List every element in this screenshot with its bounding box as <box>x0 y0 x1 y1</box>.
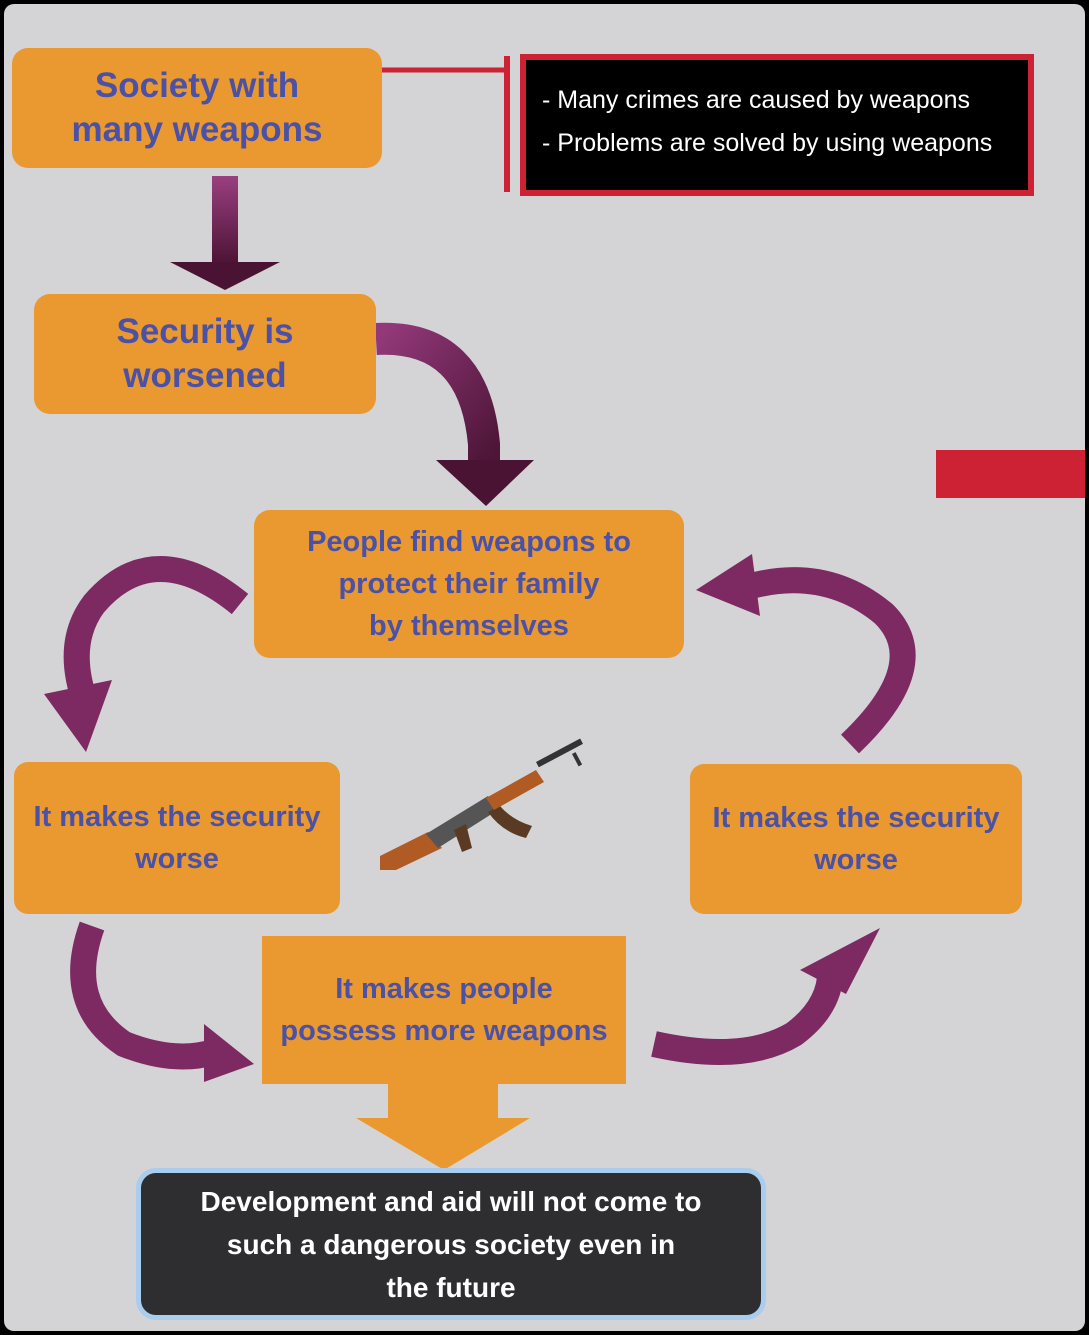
box-final-conclusion: Development and aid will not come to suc… <box>136 1168 766 1320</box>
box-people-find: People find weapons to protect their fam… <box>254 510 684 658</box>
box-worse-right: It makes the security worse <box>690 764 1022 914</box>
curve-arrow-security <box>375 322 534 506</box>
box-possess-label: It makes people possess more weapons <box>280 973 608 1047</box>
box-society-label: Society with many weapons <box>71 66 323 149</box>
box-possess-more: It makes people possess more weapons <box>262 936 626 1084</box>
note-item-2: - Problems are solved by using weapons <box>542 129 993 157</box>
curve-arrow-right-up <box>696 554 916 754</box>
note-bracket <box>504 56 510 192</box>
rifle-icon <box>380 738 583 870</box>
curve-arrow-bottom-left <box>70 921 254 1082</box>
box-worse-left: It makes the security worse <box>14 762 340 914</box>
down-arrow-1 <box>170 176 280 290</box>
curve-arrow-left-down <box>44 556 249 752</box>
curve-arrow-bottom-right <box>651 928 880 1065</box>
box-security-label: Security is worsened <box>116 312 294 395</box>
note-item-1: - Many crimes are caused by weapons <box>542 86 970 114</box>
note-box: - Many crimes are caused by weapons - Pr… <box>520 54 1034 196</box>
arrows-layer <box>44 67 916 1170</box>
diagram-frame: - Many crimes are caused by weapons - Pr… <box>4 4 1085 1331</box>
box-people-label: People find weapons to protect their fam… <box>307 526 631 642</box>
box-security-worsened: Security is worsened <box>34 294 376 414</box>
box-worse-left-label: It makes the security worse <box>33 801 321 875</box>
box-society-weapons: Society with many weapons <box>12 48 382 168</box>
final-label: Development and aid will not come to suc… <box>200 1185 702 1303</box>
red-marker <box>936 450 1085 498</box>
down-arrow-final <box>356 1084 530 1170</box>
box-worse-right-label: It makes the security worse <box>712 802 1000 876</box>
